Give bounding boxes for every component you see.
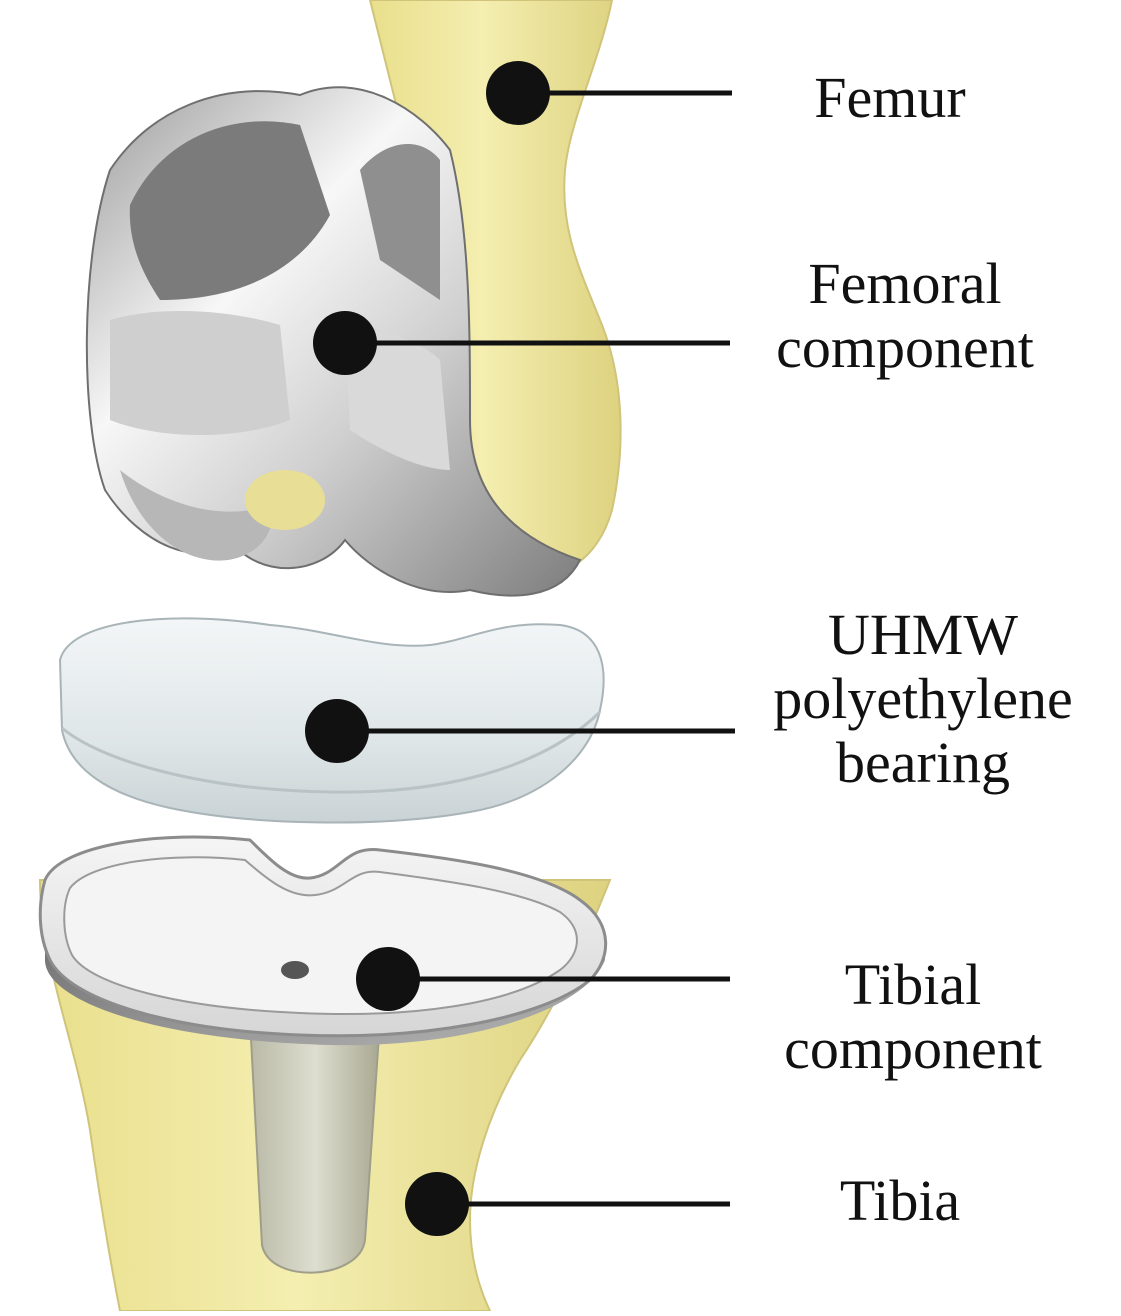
label-tibia-text: Tibia <box>790 1169 1010 1233</box>
dot-femur <box>486 61 550 125</box>
tibial-stem <box>250 1020 380 1273</box>
tibial-component <box>40 837 605 1045</box>
label-tibial-line2: component <box>748 1017 1078 1081</box>
label-bearing-line3: bearing <box>728 731 1118 795</box>
label-femur: Femur <box>770 66 1010 130</box>
dot-tibial-component <box>356 947 420 1011</box>
label-femoral-component: Femoral component <box>740 252 1070 380</box>
label-bearing-line1: UHMW <box>728 603 1118 667</box>
label-tibial-line1: Tibial <box>748 953 1078 1017</box>
dot-bearing <box>305 699 369 763</box>
dot-femoral-component <box>313 311 377 375</box>
label-bearing-line2: polyethylene <box>728 667 1118 731</box>
label-tibia: Tibia <box>790 1169 1010 1233</box>
label-femoral-line2: component <box>740 316 1070 380</box>
label-femoral-line1: Femoral <box>740 252 1070 316</box>
label-bearing: UHMW polyethylene bearing <box>728 603 1118 795</box>
label-tibial-component: Tibial component <box>748 953 1078 1081</box>
label-femur-text: Femur <box>770 66 1010 130</box>
dot-tibia <box>405 1172 469 1236</box>
